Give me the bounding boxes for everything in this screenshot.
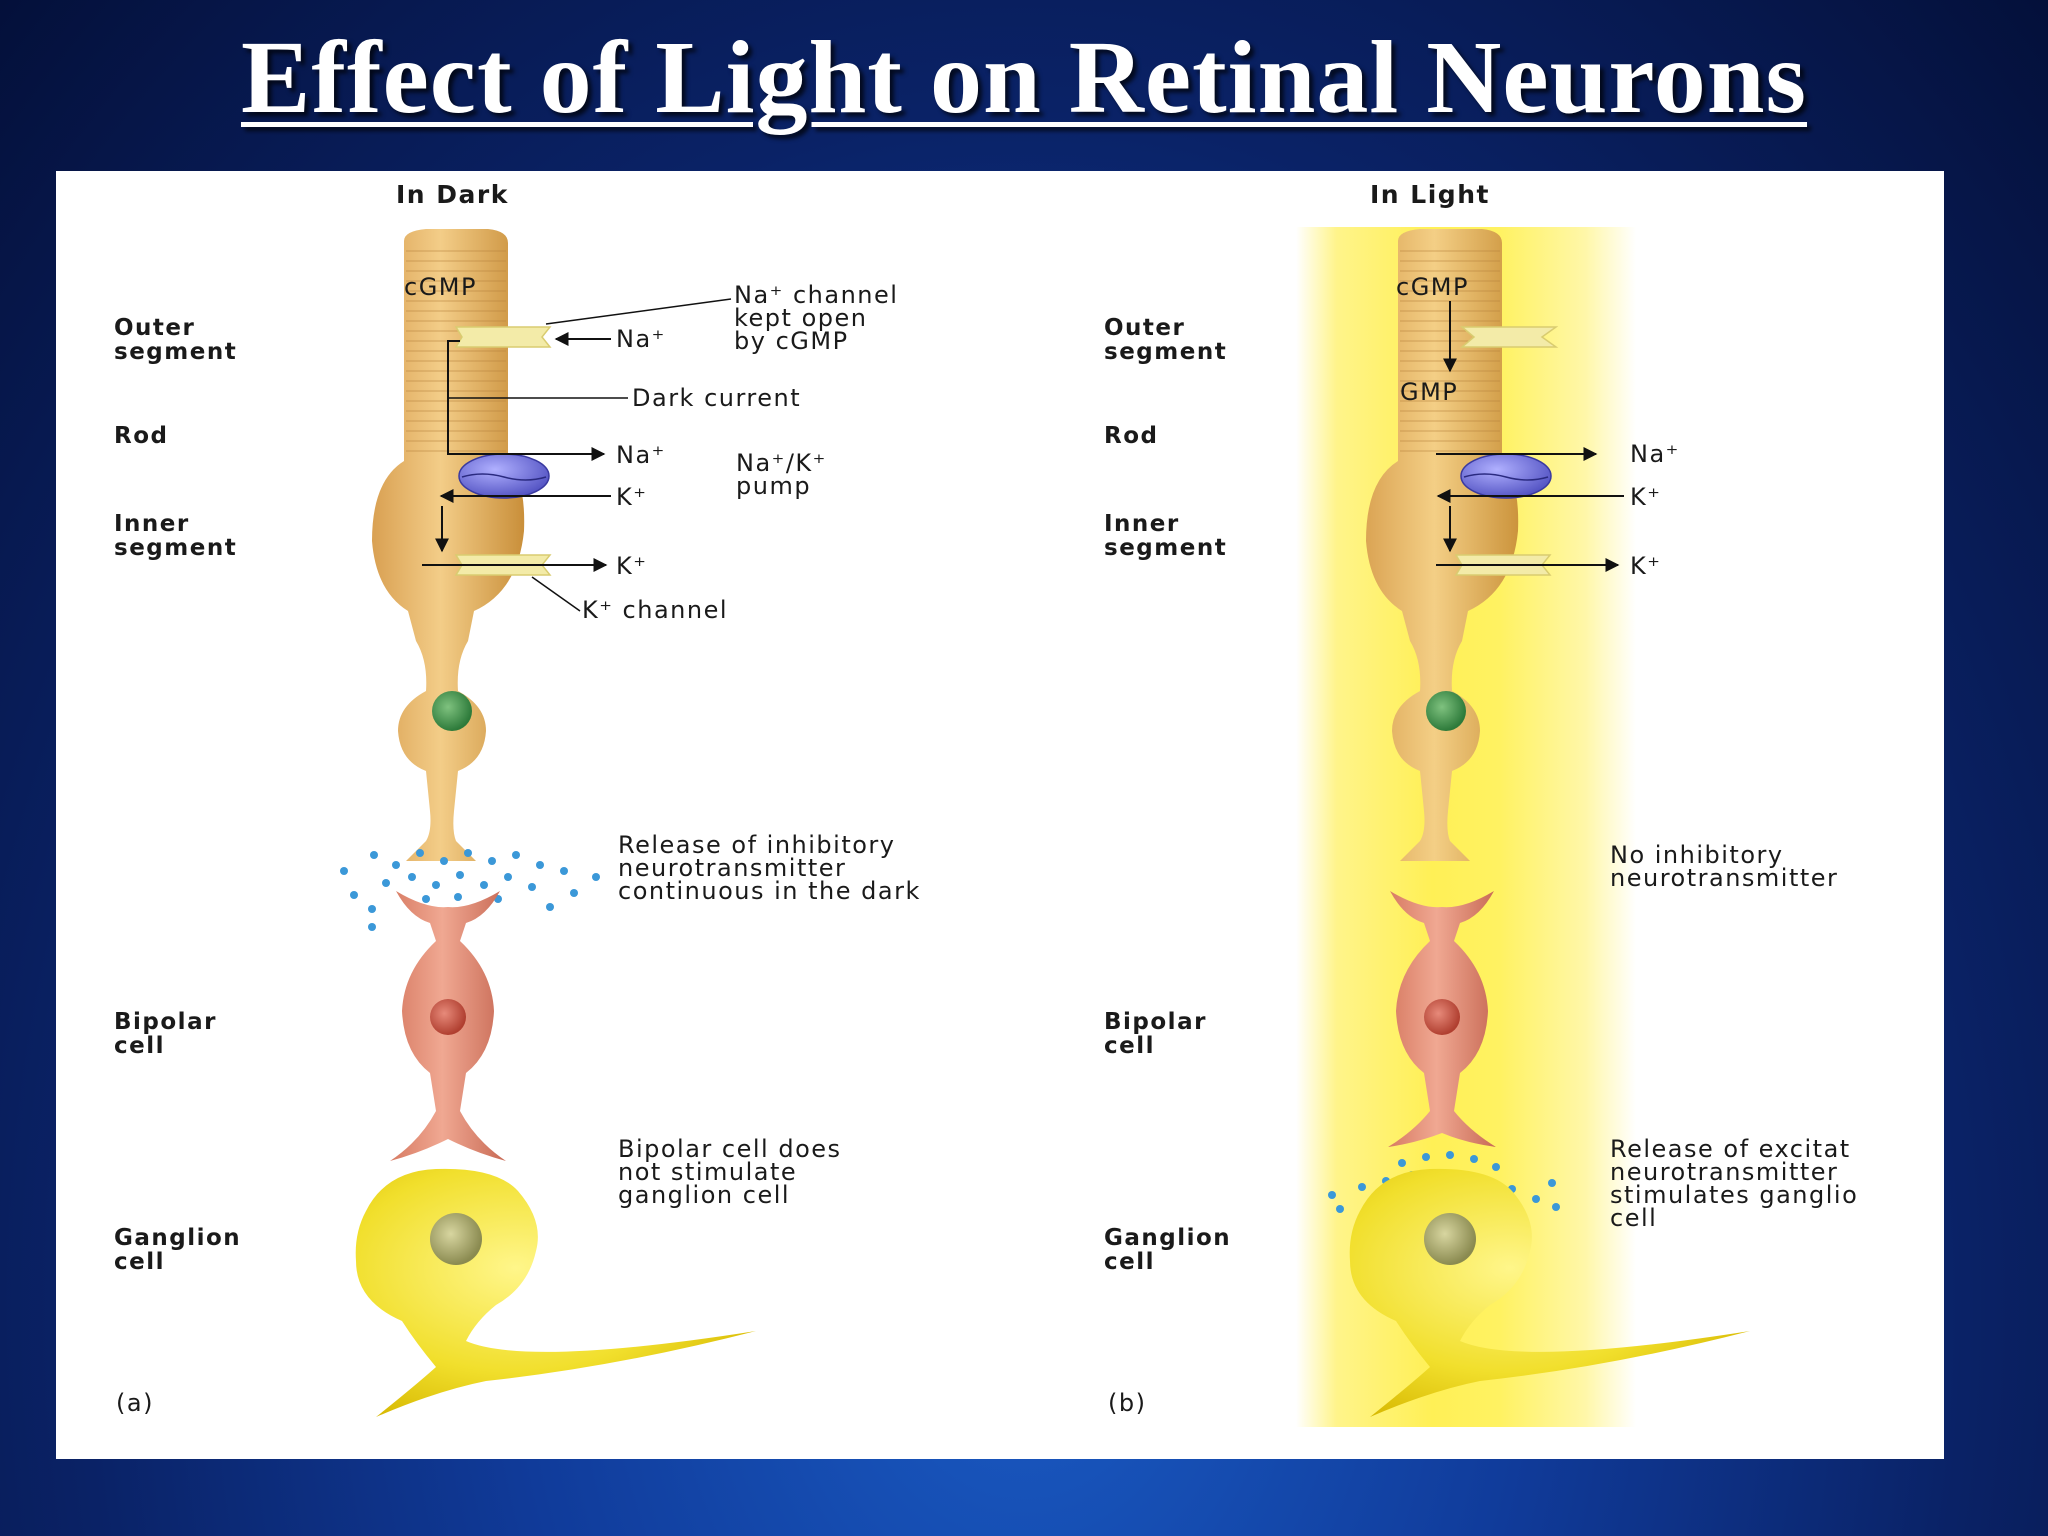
release-note-2: neurotransmitter — [618, 854, 846, 882]
rod-label: Rod — [114, 423, 168, 449]
dark-k-out-label: K⁺ — [616, 552, 647, 580]
diagram-panel: In Dark Outer segment Rod Inner segment … — [56, 171, 1944, 1459]
light-panel: In Light Outer segment Rod Inner segment… — [1104, 180, 1858, 1417]
rod-label-light: Rod — [1104, 423, 1158, 449]
ganglion-cell-label-light: Ganglion — [1104, 1225, 1231, 1251]
rod-nucleus — [432, 691, 472, 731]
inner-segment-label: Inner — [114, 511, 190, 537]
na-channel-closed — [1459, 326, 1559, 348]
bipolar-cell-label-light: Bipolar — [1104, 1009, 1207, 1035]
ganglion-nucleus — [430, 1213, 482, 1265]
pump-label-2: pump — [736, 472, 811, 500]
light-cgmp-label: cGMP — [1396, 273, 1469, 301]
na-channel-note: Na⁺ channel — [734, 281, 898, 309]
inner-segment-label-light-2: segment — [1104, 535, 1227, 561]
no-inhibitory-note-2: neurotransmitter — [1610, 864, 1838, 892]
na-k-pump — [458, 453, 550, 499]
excitatory-note-2: neurotransmitter — [1610, 1158, 1838, 1186]
light-k-out-label: K⁺ — [1630, 552, 1661, 580]
ganglion-cell-label-light-2: cell — [1104, 1249, 1155, 1275]
no-inhibitory-note: No inhibitory — [1610, 841, 1784, 869]
dark-k-in-label: K⁺ — [616, 483, 647, 511]
na-channel-note-3: by cGMP — [734, 327, 849, 355]
light-heading: In Light — [1370, 180, 1490, 209]
inner-segment-label-light: Inner — [1104, 511, 1180, 537]
bipolar-nucleus-light — [1424, 999, 1460, 1035]
excitatory-note: Release of excitat — [1610, 1135, 1851, 1163]
outer-segment-label: Outer — [114, 315, 195, 341]
bipolar-cell-label-light-2: cell — [1104, 1033, 1155, 1059]
bipolar-cell-label-2: cell — [114, 1033, 165, 1059]
panel-label-b: (b) — [1108, 1389, 1146, 1417]
release-note: Release of inhibitory — [618, 831, 896, 859]
excitatory-note-4: cell — [1610, 1204, 1657, 1232]
light-k-in-label: K⁺ — [1630, 483, 1661, 511]
dark-current-label: Dark current — [632, 384, 801, 412]
k-channel-label: K⁺ channel — [582, 596, 728, 624]
dark-heading: In Dark — [396, 180, 509, 209]
na-k-pump-light — [1460, 453, 1552, 499]
pump-label: Na⁺/K⁺ — [736, 449, 827, 477]
light-na-out-label: Na⁺ — [1630, 440, 1680, 468]
ganglion-nucleus-light — [1424, 1213, 1476, 1265]
excitatory-note-3: stimulates ganglio — [1610, 1181, 1858, 1209]
release-note-3: continuous in the dark — [618, 877, 921, 905]
rod-cell-light — [1366, 229, 1519, 861]
panel-label-a: (a) — [116, 1389, 154, 1417]
rod-cell-dark — [372, 229, 525, 861]
gmp-label: GMP — [1400, 378, 1458, 406]
dark-panel: In Dark Outer segment Rod Inner segment … — [114, 180, 921, 1417]
bipolar-note: Bipolar cell does — [618, 1135, 842, 1163]
outer-segment-label-light: Outer — [1104, 315, 1185, 341]
bipolar-note-3: ganglion cell — [618, 1181, 790, 1209]
ganglion-cell-label-2: cell — [114, 1249, 165, 1275]
bipolar-note-2: not stimulate — [618, 1158, 797, 1186]
dark-cgmp-label: cGMP — [404, 273, 477, 301]
dark-na-out-label: Na⁺ — [616, 441, 666, 469]
inhibitory-neurotransmitter — [340, 849, 600, 931]
dark-na-in-label: Na⁺ — [616, 325, 666, 353]
outer-segment-label-light-2: segment — [1104, 339, 1227, 365]
rod-nucleus-light — [1426, 691, 1466, 731]
outer-segment-label-2: segment — [114, 339, 237, 365]
na-channel — [454, 326, 552, 348]
na-channel-note-2: kept open — [734, 304, 867, 332]
bipolar-cell-label: Bipolar — [114, 1009, 217, 1035]
slide-title: Effect of Light on Retinal Neurons — [240, 20, 1808, 135]
inner-segment-label-2: segment — [114, 535, 237, 561]
bipolar-nucleus — [430, 999, 466, 1035]
retina-diagram: In Dark Outer segment Rod Inner segment … — [114, 180, 1858, 1417]
ganglion-cell-label: Ganglion — [114, 1225, 241, 1251]
